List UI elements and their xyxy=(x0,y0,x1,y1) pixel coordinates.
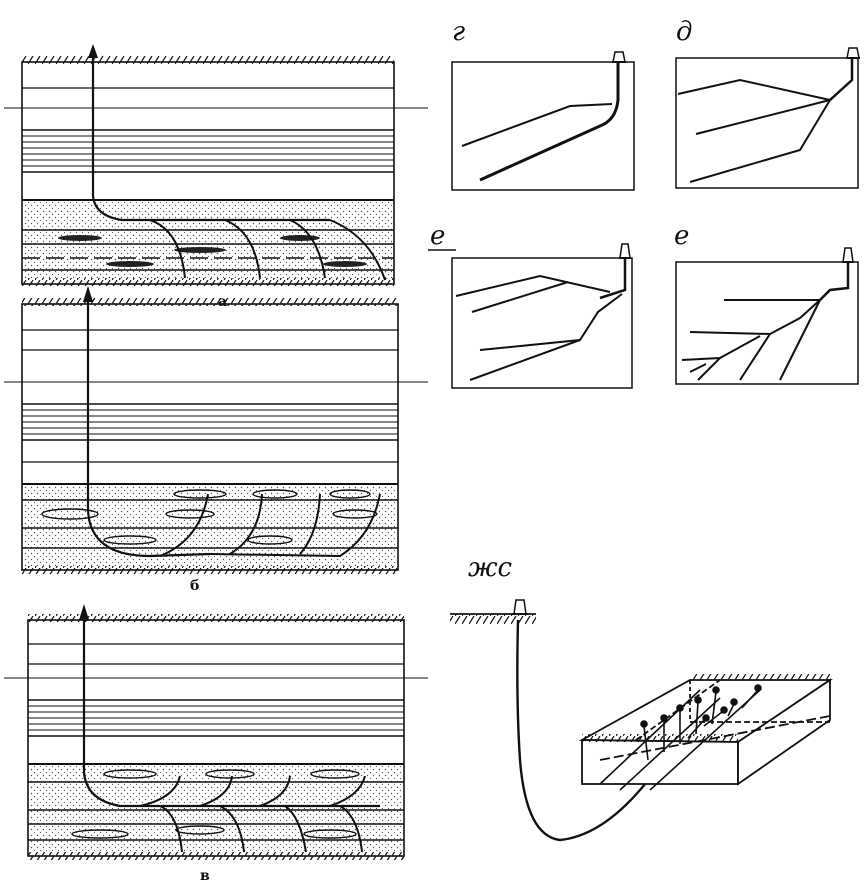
panel-g: г xyxy=(451,17,635,191)
hatched-ground-icon xyxy=(22,56,394,64)
wellhead-icon xyxy=(842,247,854,263)
panel-b-label: б xyxy=(190,578,199,594)
arrow-up-icon xyxy=(83,286,93,302)
panel-d: д xyxy=(675,17,860,189)
arrow-up-icon xyxy=(88,44,98,58)
panel-e1-label: е xyxy=(430,221,445,251)
panel-e2-label: е xyxy=(674,221,689,251)
panel-zh: жс xyxy=(450,553,833,842)
panel-v: в xyxy=(4,604,428,884)
panel-b-wellbore xyxy=(86,294,211,558)
wellhead-icon xyxy=(612,51,626,63)
panel-a-wellbore xyxy=(91,50,330,222)
panel-g-label: г xyxy=(452,17,465,47)
panel-b: б xyxy=(4,286,428,594)
panel-zh-label: жс xyxy=(468,553,513,583)
wellhead-icon xyxy=(512,599,528,615)
arrow-up-icon xyxy=(79,604,89,620)
panel-e1: е xyxy=(428,221,633,389)
wellhead-icon xyxy=(619,243,631,259)
panel-zh-wellbore xyxy=(516,619,701,842)
panel-v-label: в xyxy=(200,868,210,884)
panel-v-shale xyxy=(28,699,404,737)
panel-a: а xyxy=(4,44,428,310)
panel-a-shale xyxy=(22,129,394,173)
wellhead-icon xyxy=(846,47,860,59)
reservoir-block xyxy=(578,674,833,786)
panel-b-shale xyxy=(22,403,398,441)
panel-d-label: д xyxy=(676,17,692,47)
panel-v-wellbore xyxy=(82,612,380,808)
panel-e2: е xyxy=(674,221,859,385)
